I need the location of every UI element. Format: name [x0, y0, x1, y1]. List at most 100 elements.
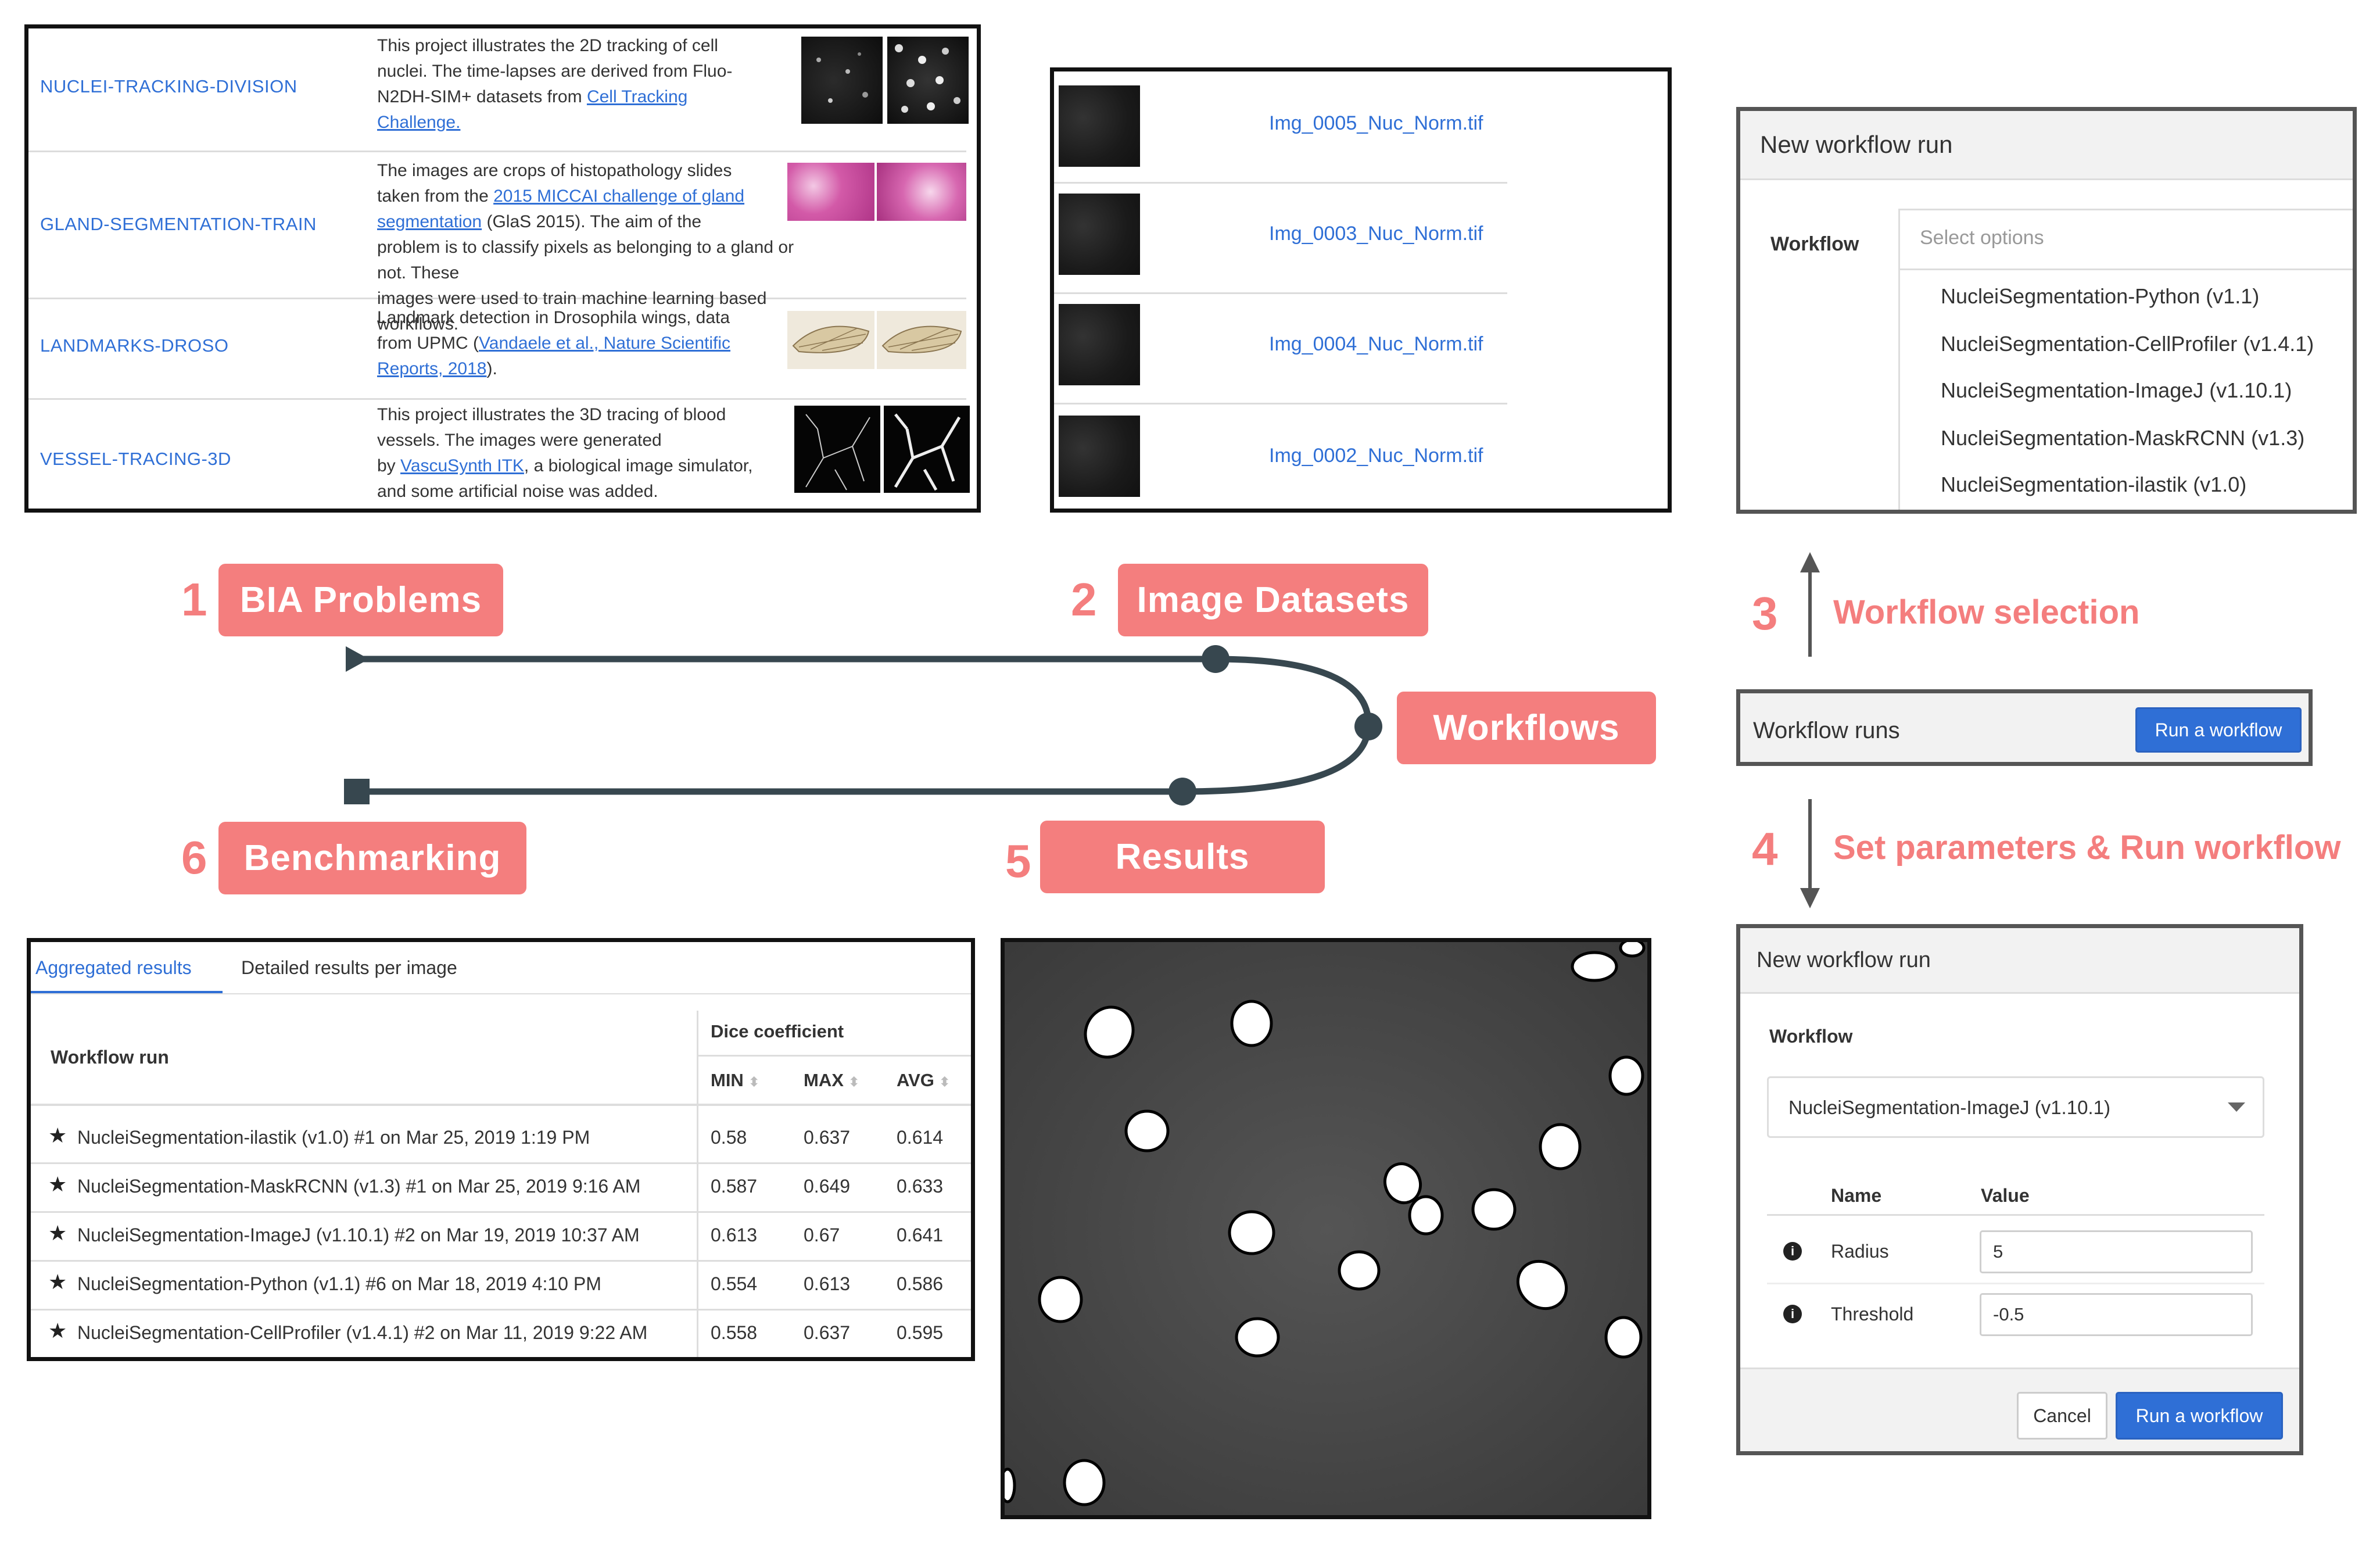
image-name-link[interactable]: Img_0003_Nuc_Norm.tif	[1269, 223, 1483, 245]
vessel-thumbnail	[884, 406, 970, 493]
histopathology-thumbnail	[877, 163, 966, 221]
workflow-select[interactable]: NucleiSegmentation-ImageJ (v1.10.1)	[1767, 1076, 2264, 1138]
vessel-thumbnail	[794, 406, 880, 493]
select-placeholder[interactable]: Select options	[1920, 227, 2044, 249]
workflow-run-name: NucleiSegmentation-ImageJ (v1.10.1) #2 o…	[77, 1225, 640, 1245]
reports-link[interactable]: Reports, 2018	[377, 359, 487, 378]
avg-value: 0.595	[897, 1322, 944, 1343]
run-workflow-button[interactable]: Run a workflow	[2135, 707, 2302, 753]
segmented-nuclei	[1005, 942, 1647, 1515]
panel-title: New workflow run	[1740, 111, 2353, 180]
results-badge: Results	[1040, 821, 1325, 893]
workflow-run-name: NucleiSegmentation-Python (v1.1) #6 on M…	[77, 1273, 601, 1294]
step-number: 4	[1752, 823, 1778, 875]
workflow-run-header: Workflow run	[51, 1047, 169, 1068]
workflow-runs-panel: Workflow runs Run a workflow	[1736, 689, 2313, 766]
nuclei-thumbnail	[887, 37, 969, 124]
table-row: ★ NucleiSegmentation-ilastik (v1.0) #1 on…	[31, 1115, 971, 1164]
star-icon[interactable]: ★	[48, 1270, 67, 1294]
min-value: 0.613	[711, 1225, 758, 1245]
problem-row: NUCLEI-TRACKING-DIVISION This project il…	[28, 28, 969, 152]
problem-row: VESSEL-TRACING-3D This project illustrat…	[28, 400, 970, 509]
workflow-option[interactable]: NucleiSegmentation-ilastik (v1.0)	[1941, 472, 2247, 496]
image-thumbnail	[1059, 416, 1140, 497]
min-value: 0.58	[711, 1127, 747, 1148]
min-value: 0.554	[711, 1273, 758, 1294]
workflow-option[interactable]: NucleiSegmentation-CellProfiler (v1.4.1)	[1941, 332, 2314, 356]
star-icon[interactable]: ★	[48, 1123, 67, 1147]
run-workflow-button[interactable]: Run a workflow	[2116, 1392, 2283, 1440]
image-row: Img_0003_Nuc_Norm.tif	[1054, 182, 1507, 294]
nuclei-thumbnail	[801, 37, 883, 124]
vascusynth-link[interactable]: VascuSynth ITK	[400, 456, 524, 475]
set-parameters-label: Set parameters & Run workflow	[1833, 829, 2341, 867]
bia-problems-badge: BIA Problems	[218, 564, 503, 636]
tab-detailed-results[interactable]: Detailed results per image	[241, 957, 457, 978]
cell-tracking-link[interactable]: Cell Tracking	[586, 87, 688, 106]
workflow-run-name: NucleiSegmentation-CellProfiler (v1.4.1)…	[77, 1322, 648, 1343]
table-row: ★ NucleiSegmentation-MaskRCNN (v1.3) #1 o…	[31, 1164, 971, 1213]
radius-input[interactable]: 5	[1980, 1230, 2253, 1273]
star-icon[interactable]: ★	[48, 1172, 67, 1196]
min-header[interactable]: MIN ⬍	[711, 1070, 759, 1090]
avg-value: 0.633	[897, 1176, 944, 1197]
image-name-link[interactable]: Img_0004_Nuc_Norm.tif	[1269, 333, 1483, 355]
problem-description: This project illustrates the 3D tracing …	[377, 405, 753, 501]
chevron-down-icon	[2228, 1102, 2245, 1112]
problem-name-link[interactable]: VESSEL-TRACING-3D	[40, 449, 231, 469]
min-value: 0.587	[711, 1176, 758, 1197]
problem-description: This project illustrates the 2D tracking…	[377, 36, 733, 132]
star-icon[interactable]: ★	[48, 1221, 67, 1245]
images-panel: Img_0005_Nuc_Norm.tif Img_0003_Nuc_Norm.…	[1050, 67, 1672, 513]
max-value: 0.637	[804, 1127, 851, 1148]
step-number: 3	[1752, 588, 1778, 639]
problem-description: The images are crops of histopathology s…	[377, 161, 794, 334]
max-value: 0.613	[804, 1273, 851, 1294]
problem-name-link[interactable]: NUCLEI-TRACKING-DIVISION	[40, 76, 298, 96]
problem-name-link[interactable]: LANDMARKS-DROSO	[40, 335, 229, 356]
workflow-run-name: NucleiSegmentation-ilastik (v1.0) #1 on …	[77, 1127, 590, 1148]
cancel-button[interactable]: Cancel	[2017, 1392, 2107, 1440]
star-icon[interactable]: ★	[48, 1319, 67, 1342]
max-header[interactable]: MAX ⬍	[804, 1070, 859, 1090]
image-name-link[interactable]: Img_0002_Nuc_Norm.tif	[1269, 445, 1483, 467]
info-icon: i	[1783, 1242, 1802, 1261]
selected-workflow: NucleiSegmentation-ImageJ (v1.10.1)	[1788, 1097, 2110, 1118]
segmentation-result-image	[1001, 938, 1651, 1519]
workflow-label: Workflow	[1769, 1026, 1853, 1047]
image-row: Img_0002_Nuc_Norm.tif	[1054, 403, 1507, 509]
segmentation-link[interactable]: segmentation	[377, 212, 482, 231]
histopathology-thumbnail	[787, 163, 874, 221]
avg-value: 0.614	[897, 1127, 944, 1148]
challenge-link[interactable]: Challenge.	[377, 113, 461, 132]
workflow-run-name: NucleiSegmentation-MaskRCNN (v1.3) #1 on…	[77, 1176, 641, 1197]
workflow-selection-label: Workflow selection	[1833, 593, 2140, 631]
workflow-options-list[interactable]: Select options	[1898, 209, 2353, 510]
max-value: 0.67	[804, 1225, 840, 1245]
panel-title: New workflow run	[1740, 928, 2299, 994]
workflow-option[interactable]: NucleiSegmentation-MaskRCNN (v1.3)	[1941, 426, 2305, 450]
workflow-runs-title: Workflow runs	[1753, 718, 1900, 743]
image-name-link[interactable]: Img_0005_Nuc_Norm.tif	[1269, 112, 1483, 134]
workflow-option[interactable]: NucleiSegmentation-Python (v1.1)	[1941, 284, 2260, 308]
tab-aggregated-results[interactable]: Aggregated results	[35, 957, 192, 978]
workflow-option[interactable]: NucleiSegmentation-ImageJ (v1.10.1)	[1941, 378, 2292, 402]
min-value: 0.558	[711, 1322, 758, 1343]
image-row: Img_0005_Nuc_Norm.tif	[1054, 71, 1507, 184]
table-row: ★ NucleiSegmentation-ImageJ (v1.10.1) #2 …	[31, 1213, 971, 1262]
problem-row: GLAND-SEGMENTATION-TRAIN The images are …	[28, 152, 966, 334]
dice-header: Dice coefficient	[711, 1021, 844, 1041]
step-number: 2	[1071, 574, 1097, 625]
step-number: 5	[1005, 835, 1031, 887]
vandaele-link[interactable]: Vandaele et al., Nature Scientific	[479, 334, 731, 353]
new-run-select-panel: New workflow run Workflow Select options…	[1736, 107, 2357, 514]
avg-header[interactable]: AVG ⬍	[897, 1070, 950, 1090]
param-name-header: Name	[1831, 1185, 1882, 1206]
threshold-input[interactable]: -0.5	[1980, 1293, 2253, 1336]
image-thumbnail	[1059, 85, 1140, 167]
max-value: 0.649	[804, 1176, 851, 1197]
problem-name-link[interactable]: GLAND-SEGMENTATION-TRAIN	[40, 214, 317, 234]
max-value: 0.637	[804, 1322, 851, 1343]
drosophila-wing-thumbnail	[877, 311, 966, 369]
miccai-link[interactable]: 2015 MICCAI challenge of gland	[493, 187, 745, 206]
